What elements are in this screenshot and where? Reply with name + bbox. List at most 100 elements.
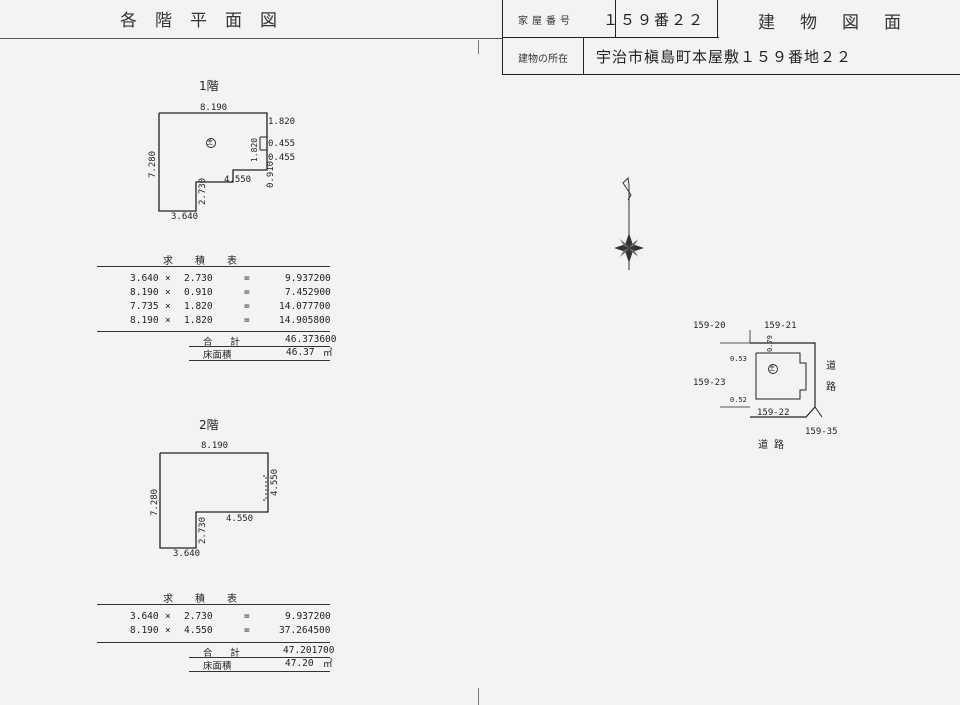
site-dist-side: 0.79 (766, 335, 774, 352)
floor1-area-unit: ㎡ (323, 348, 333, 359)
site-road-south: 道路 (758, 440, 790, 451)
floor1-main-mark-circle (206, 138, 216, 148)
floor1-table-rule (97, 331, 330, 332)
binding-mark-bottom (478, 688, 479, 705)
site-lot-self: 159-22 (757, 408, 790, 418)
floor2-title: 2階 (199, 418, 219, 432)
floor2-dim-bottom: 3.640 (173, 549, 201, 559)
row-op: × (165, 315, 171, 326)
site-lot-w: 159-23 (693, 378, 726, 388)
row-op: × (165, 625, 171, 636)
floor2-total: 47.201700 (283, 645, 335, 656)
floor2-area-unit: ㎡ (323, 659, 333, 670)
row-a: 7.735 (130, 301, 159, 312)
row-a: 8.190 (130, 287, 159, 298)
floor1-table-rule (97, 266, 330, 267)
site-lot-se: 159-35 (805, 427, 838, 437)
binding-mark-top (478, 40, 479, 54)
floor2-area: 47.20 (285, 658, 314, 669)
row-op: × (165, 611, 171, 622)
left-title: 各階平面図 (120, 11, 295, 31)
row-result: 14.905800 (279, 315, 331, 326)
header-divider-v (615, 0, 616, 37)
floor2-table-row: 8.190 × 4.550 = 37.264500 (0, 625, 960, 639)
floor1-dim-right-3: 0.455 (268, 153, 296, 163)
right-title: 建物図面 (758, 13, 926, 33)
header-rule-left (0, 38, 502, 39)
floor1-dim-right-1: 1.820 (268, 117, 296, 127)
floor2-table-rule (189, 671, 330, 672)
row-eq: = (244, 625, 250, 636)
site-main-mark-circle (768, 364, 778, 374)
house-number: １５９番２２ (603, 11, 706, 29)
row-a: 8.190 (130, 625, 159, 636)
row-result: 7.452900 (285, 287, 331, 298)
floor1-dim-bottom: 3.640 (171, 212, 199, 222)
floor1-area: 46.37 (286, 347, 315, 358)
floor2-inner-mark (263, 475, 267, 501)
row-op: × (165, 273, 171, 284)
row-result: 9.937200 (285, 611, 331, 622)
site-dist-top: 0.53 (730, 355, 747, 363)
floor2-dim-top: 8.190 (201, 441, 229, 451)
row-a: 3.640 (130, 273, 159, 284)
row-result: 14.077700 (279, 301, 331, 312)
floor2-table-rule (97, 604, 330, 605)
site-boundary (750, 342, 816, 418)
row-op: × (165, 287, 171, 298)
row-eq: = (244, 315, 250, 326)
floor1-table-rule (189, 346, 330, 347)
site-main-mark: 主 (769, 365, 776, 372)
floor2-dim-inner-horizontal: 4.550 (226, 514, 254, 524)
north-arrow-icon (614, 176, 644, 270)
row-a: 8.190 (130, 315, 159, 326)
site-building (755, 352, 807, 400)
floor2-table-rule (189, 657, 330, 658)
row-eq: = (244, 611, 250, 622)
floor1-title: 1階 (199, 79, 219, 93)
floor1-table-row: 8.190 × 0.910 = 7.452900 (0, 287, 960, 301)
header-divider-v2 (717, 0, 718, 37)
floor1-dim-top: 8.190 (200, 103, 228, 113)
site-road-east: 道路 (826, 361, 836, 393)
floor1-dim-right-2: 0.455 (268, 139, 296, 149)
floor1-table-header: 求積表 (163, 256, 259, 267)
row-eq: = (244, 287, 250, 298)
floor1-total: 46.373600 (285, 334, 337, 345)
floor2-outline (159, 452, 269, 549)
floor2-table-header: 求積表 (163, 594, 259, 605)
site-lot-nw: 159-20 (693, 321, 726, 331)
floor1-outline (158, 112, 268, 212)
floor1-total-label: 合 計 (203, 337, 246, 348)
floor1-table-row: 8.190 × 1.820 = 14.905800 (0, 315, 960, 329)
site-dist-bottom: 0.52 (730, 396, 747, 404)
location-label: 建物の所在 (518, 54, 568, 65)
row-b: 1.820 (184, 315, 213, 326)
floor2-table-rule (97, 642, 330, 643)
site-road-edge (814, 406, 823, 418)
floor1-dim-inner-horizontal: 4.550 (224, 175, 252, 185)
header-divider-h (503, 37, 719, 38)
row-eq: = (244, 273, 250, 284)
floor1-main-mark: 主 (207, 139, 214, 146)
row-b: 2.730 (184, 611, 213, 622)
floor2-area-label: 床面積 (203, 661, 232, 672)
floor2-table-row: 3.640 × 2.730 = 9.937200 (0, 611, 960, 625)
location-value: 宇治市槇島町本屋敷１５９番地２２ (596, 48, 853, 66)
site-lot-ne: 159-21 (764, 321, 797, 331)
floor1-area-label: 床面積 (203, 350, 232, 361)
row-a: 3.640 (130, 611, 159, 622)
floor2-total-label: 合 計 (203, 648, 246, 659)
floor1-table-rule (189, 360, 330, 361)
row-result: 9.937200 (285, 273, 331, 284)
row-b: 2.730 (184, 273, 213, 284)
header-divider-v3 (583, 37, 584, 74)
row-eq: = (244, 301, 250, 312)
row-op: × (165, 301, 171, 312)
row-result: 37.264500 (279, 625, 331, 636)
header-box (502, 0, 960, 75)
house-number-label: 家屋番号 (518, 16, 574, 27)
